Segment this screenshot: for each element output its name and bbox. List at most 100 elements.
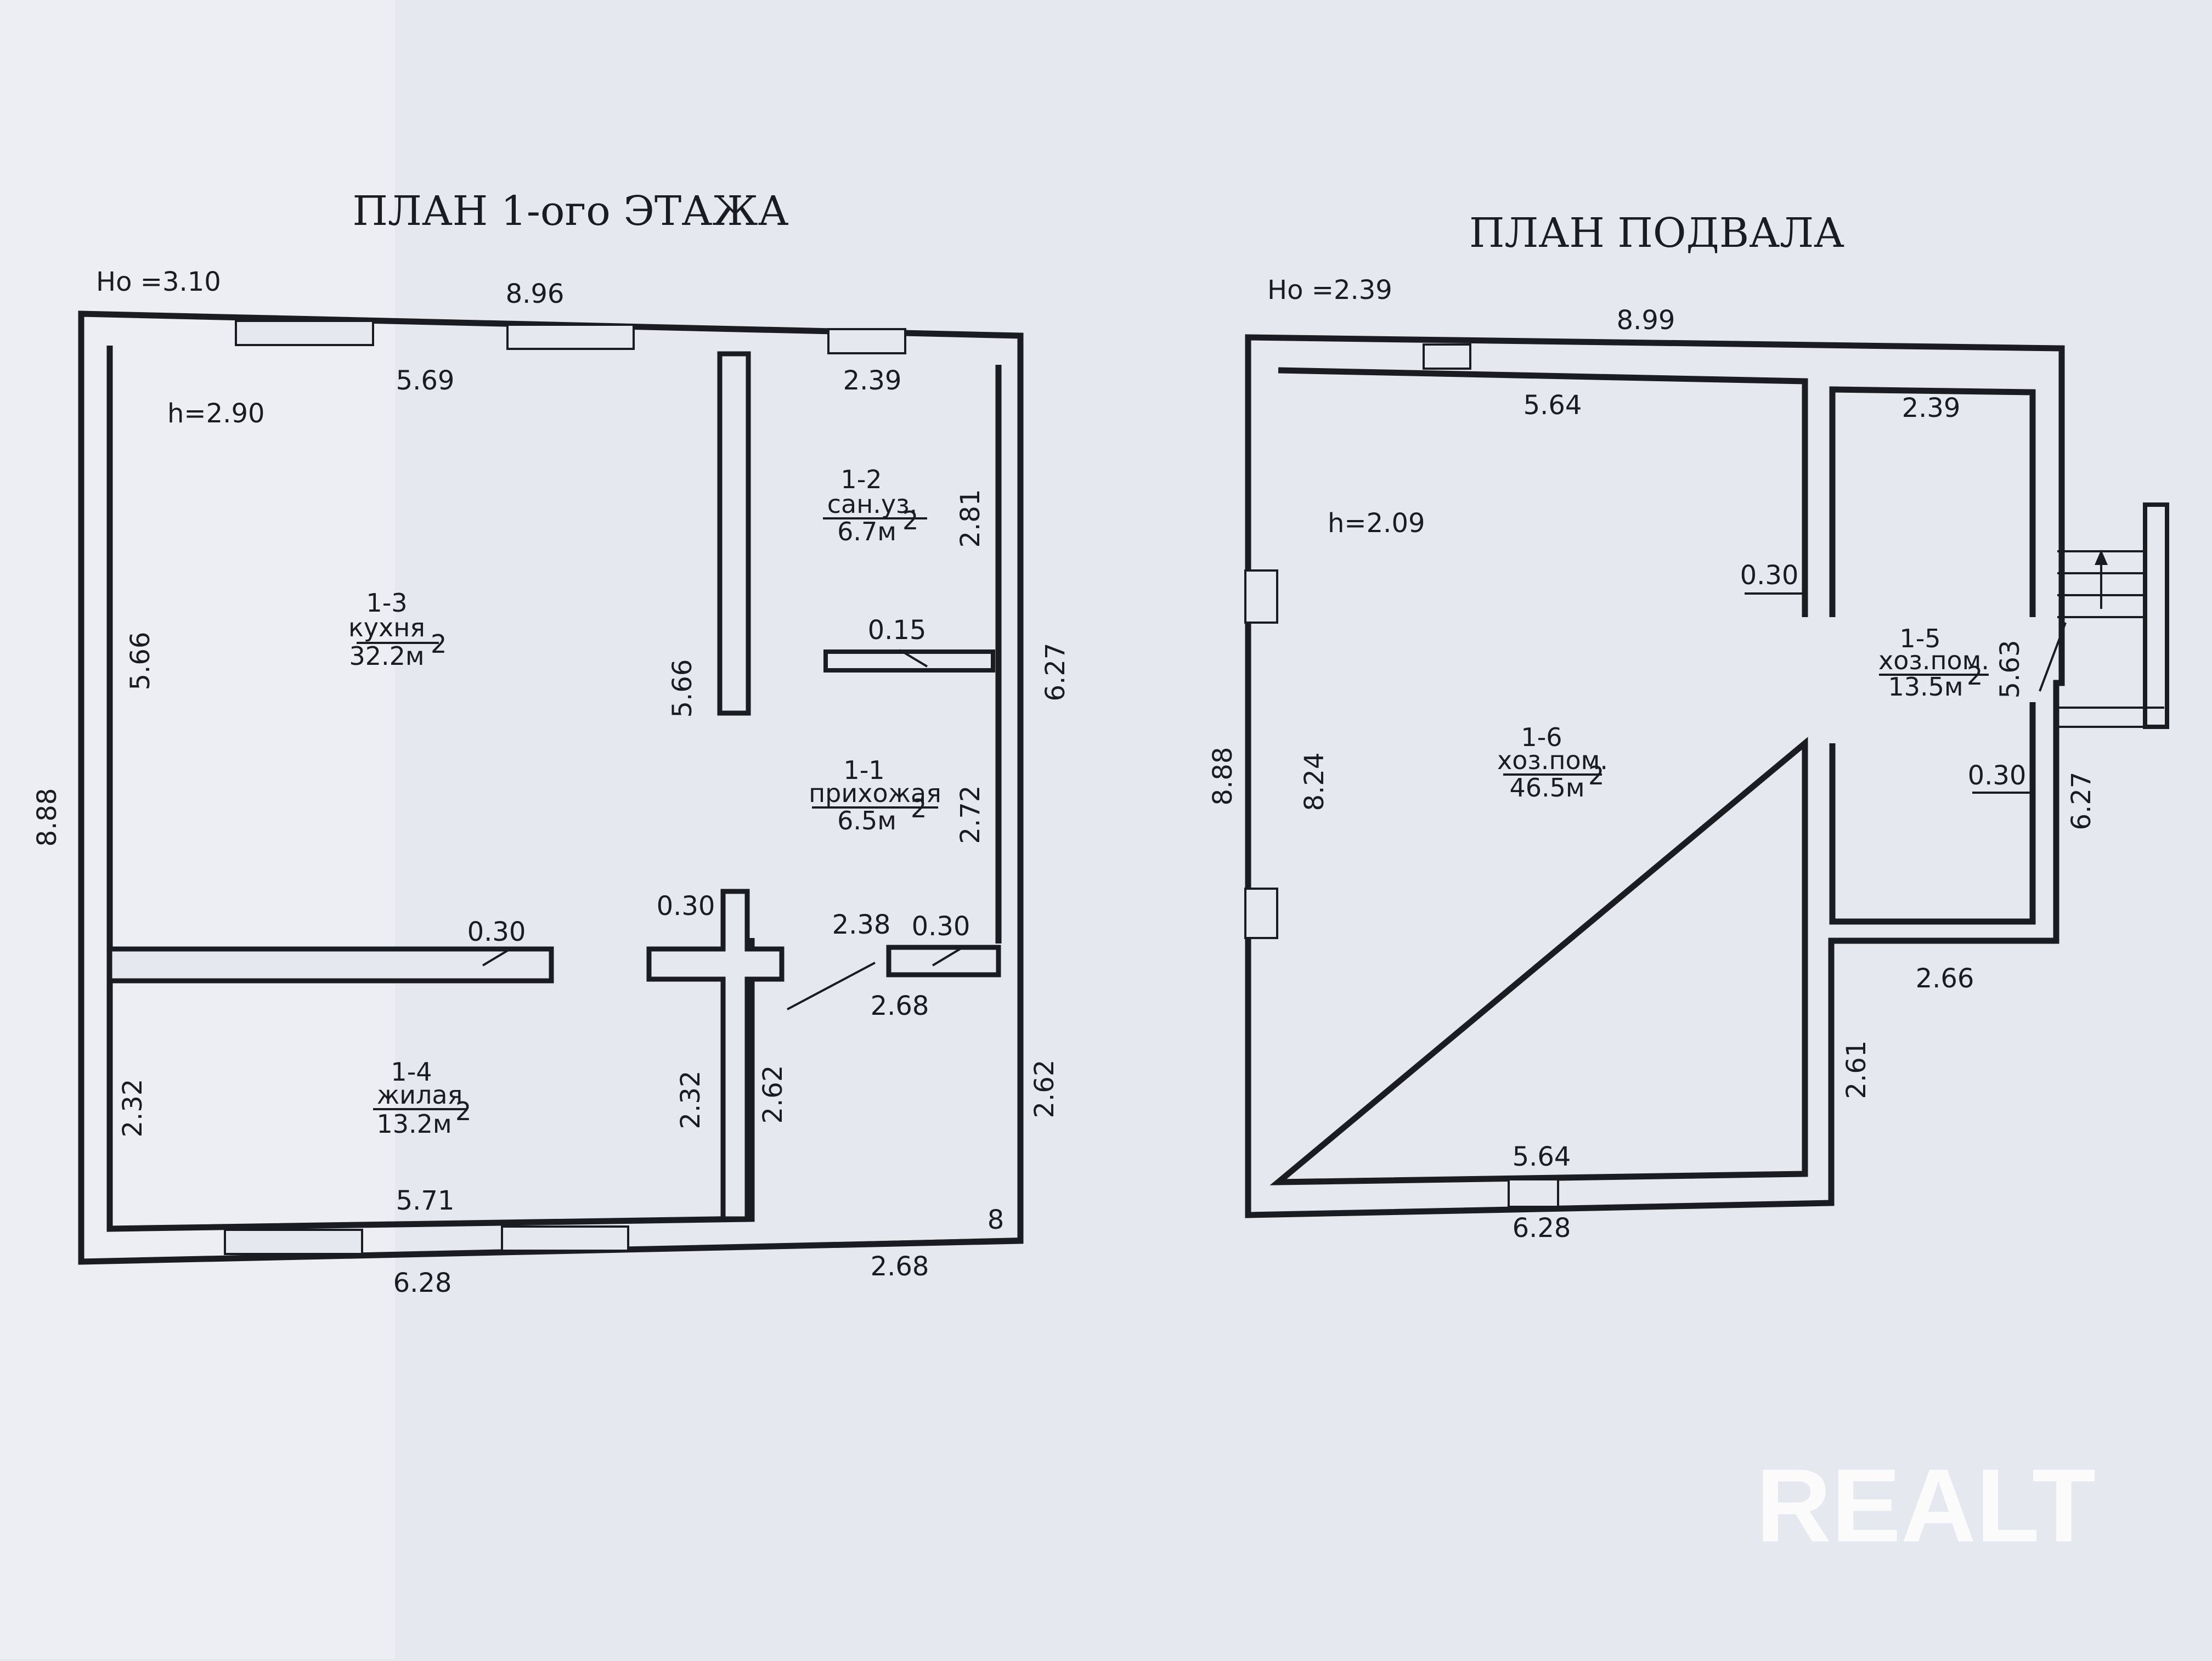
stair-arrow-icon xyxy=(2095,550,2108,565)
first-floor-partition-bath xyxy=(823,649,995,673)
dim-wall-b: 0.30 xyxy=(657,891,715,922)
svg-text:32.2м: 32.2м xyxy=(349,641,424,671)
basement-window xyxy=(1244,569,1278,624)
svg-text:1-6: 1-6 xyxy=(1521,722,1562,752)
first-floor-partition-hall xyxy=(886,945,1001,978)
basement-outer-wall xyxy=(1245,334,2065,1218)
svg-text:прихожая: прихожая xyxy=(809,778,941,808)
dim-basement-right-total: 6.27 xyxy=(2066,772,2097,830)
dim-top-kitchen: 5.69 xyxy=(396,365,455,396)
first-floor-window xyxy=(501,1225,629,1252)
first-floor-partition-cross xyxy=(646,889,785,1222)
first-floor-partition-kitchen xyxy=(717,351,751,716)
svg-text:2: 2 xyxy=(911,794,927,823)
first-floor-window xyxy=(235,320,374,346)
svg-text:1-5: 1-5 xyxy=(1899,624,1940,653)
dim-total-width: 8.96 xyxy=(506,279,565,309)
basement-plan: ПЛАН ПОДВАЛА Hо =2.39 h=2.09 8.99 xyxy=(1207,210,2169,1244)
room-label-utility-small: 1-5 хоз.пом. 13.5м 2 xyxy=(1878,624,1989,702)
paper-fold-shade xyxy=(0,0,395,1659)
first-floor-title: ПЛАН 1-ого ЭТАЖА xyxy=(352,188,788,235)
dim-basement-step-height: 2.61 xyxy=(1841,1041,1872,1099)
dim-bottom-inner: 5.71 xyxy=(396,1185,455,1216)
room-label-hallway: 1-1 прихожая 6.5м 2 xyxy=(809,755,941,835)
dim-bottom-outer: 6.28 xyxy=(393,1268,452,1298)
svg-text:1-1: 1-1 xyxy=(843,755,884,785)
basement-door-swing xyxy=(2039,622,2067,692)
svg-text:сан.уз.: сан.уз. xyxy=(827,489,917,519)
dim-basement-wall-a: 0.30 xyxy=(1740,560,1799,591)
svg-text:хоз.пом.: хоз.пом. xyxy=(1878,646,1989,675)
dim-left-kitchen: 5.66 xyxy=(125,632,156,691)
dim-wall-a: 0.30 xyxy=(467,917,526,947)
svg-text:1-4: 1-4 xyxy=(391,1057,432,1087)
first-floor-window xyxy=(506,324,635,350)
dim-basement-inner-height: 8.24 xyxy=(1299,753,1330,811)
dim-basement-total-height: 8.88 xyxy=(1207,747,1238,806)
svg-text:жилая: жилая xyxy=(377,1080,463,1110)
svg-text:2: 2 xyxy=(431,629,447,659)
dim-porch-left: 2.62 xyxy=(758,1065,788,1124)
svg-text:6.7м: 6.7м xyxy=(837,517,896,546)
dim-basement-wall-b: 0.30 xyxy=(1968,760,2027,791)
basement-window xyxy=(1423,343,1471,370)
first-floor-ceiling-height: h=2.90 xyxy=(167,398,265,429)
svg-text:6.5м: 6.5м xyxy=(837,806,896,835)
dim-top-bath: 2.39 xyxy=(843,365,902,396)
room-label-kitchen: 1-3 кухня 32.2м 2 xyxy=(348,588,447,671)
svg-text:хоз.пом.: хоз.пом. xyxy=(1497,745,1608,775)
svg-text:13.2м: 13.2м xyxy=(376,1109,452,1139)
dim-basement-side-bottom: 2.66 xyxy=(1916,963,1974,994)
first-floor-partition-living xyxy=(107,946,554,984)
basement-stairs xyxy=(2039,502,2169,729)
basement-inner-wall xyxy=(1269,367,2036,1185)
dim-hall-width: 2.38 xyxy=(832,909,891,940)
basement-ceiling-height: h=2.09 xyxy=(1328,508,1425,539)
first-floor-inner-wall xyxy=(106,346,1002,1232)
basement-window xyxy=(1244,888,1278,939)
svg-text:2: 2 xyxy=(455,1097,471,1126)
dim-total-height: 8.88 xyxy=(32,788,63,847)
dim-basement-side-height: 5.63 xyxy=(1995,640,2025,699)
svg-text:2: 2 xyxy=(1588,761,1604,790)
dim-basement-top-side: 2.39 xyxy=(1902,393,1961,423)
dim-tick xyxy=(899,649,928,668)
dim-porch-right: 2.62 xyxy=(1029,1060,1060,1118)
basement-title: ПЛАН ПОДВАЛА xyxy=(1469,210,1844,257)
first-floor-door-swing xyxy=(787,962,876,1010)
svg-text:2: 2 xyxy=(902,506,918,535)
porch-mark: 8 xyxy=(988,1205,1005,1235)
dim-wall-c: 0.30 xyxy=(912,911,970,942)
svg-text:кухня: кухня xyxy=(348,613,425,642)
svg-text:1-2: 1-2 xyxy=(840,465,882,494)
dim-hall-height: 2.72 xyxy=(955,786,986,844)
svg-text:1-3: 1-3 xyxy=(366,588,407,618)
dim-bath-height: 2.81 xyxy=(955,489,986,548)
dim-basement-bottom-outer: 6.28 xyxy=(1513,1213,1571,1244)
dim-porch-bottom: 2.68 xyxy=(871,1251,929,1282)
first-floor-window xyxy=(827,328,906,354)
first-floor-window xyxy=(224,1229,363,1255)
dim-basement-total-width: 8.99 xyxy=(1617,305,1675,336)
dim-right-total: 6.27 xyxy=(1040,643,1071,702)
dim-tick xyxy=(932,948,961,967)
first-floor-outer-wall xyxy=(78,310,1024,1265)
dim-basement-bottom-inner: 5.64 xyxy=(1513,1142,1571,1172)
svg-text:46.5м: 46.5м xyxy=(1509,773,1584,803)
dim-partition-height: 5.66 xyxy=(667,659,698,718)
first-floor-plan: ПЛАН 1-ого ЭТАЖА Hо =3.10 h=2.90 8.96 5.… xyxy=(32,188,1071,1298)
first-floor-porch-outline xyxy=(751,974,1022,1246)
dim-porch-width: 2.68 xyxy=(871,991,929,1021)
dim-tick xyxy=(482,948,511,967)
room-label-utility-large: 1-6 хоз.пом. 46.5м 2 xyxy=(1497,722,1608,803)
dim-partition-thin: 0.15 xyxy=(868,615,927,646)
room-label-bathroom: 1-2 сан.уз. 6.7м 2 xyxy=(823,465,927,546)
svg-text:2: 2 xyxy=(1967,661,1983,691)
basement-ho-label: Hо =2.39 xyxy=(1267,275,1392,306)
dim-basement-top-main: 5.64 xyxy=(1523,390,1582,421)
room-label-living: 1-4 жилая 13.2м 2 xyxy=(373,1057,471,1139)
dim-living-left: 2.32 xyxy=(117,1079,148,1138)
svg-text:13.5м: 13.5м xyxy=(1888,672,1963,702)
